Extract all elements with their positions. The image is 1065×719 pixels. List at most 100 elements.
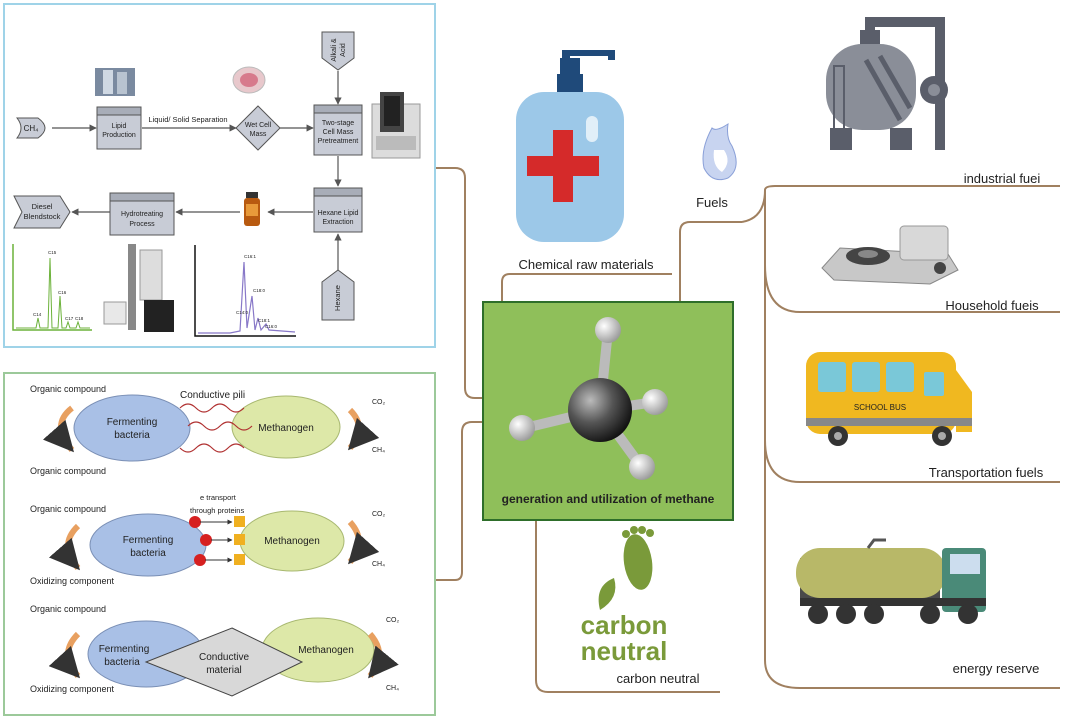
hexane-lipid-label-2: Extraction bbox=[322, 219, 353, 226]
separation-label: Liquid/ Solid Separation bbox=[148, 115, 227, 124]
dit-conductive-pili: Organic compound Organic compound Fermen… bbox=[30, 384, 386, 476]
conductive-label-1: Conductive bbox=[199, 652, 249, 663]
methanogen-2-label: Methanogen bbox=[264, 536, 320, 547]
footprint-leaf-icon bbox=[598, 526, 654, 610]
methanogen-3-label: Methanogen bbox=[298, 645, 354, 656]
p3-in-text: Organic compound bbox=[30, 604, 106, 614]
chemical-label: Chemical raw materials bbox=[518, 257, 654, 272]
e-transport-label: e transport bbox=[200, 493, 237, 502]
hexane-label: Hexane bbox=[333, 285, 342, 311]
fermenting-bacteria-1 bbox=[73, 394, 191, 462]
tanker-truck-icon bbox=[796, 538, 986, 624]
peak-c16-1: C16:1 bbox=[244, 254, 257, 259]
wet-cell-label-2: Mass bbox=[250, 131, 267, 138]
peak-c14-0: C14:0 bbox=[236, 310, 249, 315]
diesel-label-2: Blendstock bbox=[24, 212, 61, 221]
lipid-production-label-1: Lipid bbox=[112, 123, 127, 130]
center-node: generation and utilization of methane bbox=[482, 301, 734, 521]
lipid-process-panel: CH₄ Lipid Production Liquid/ Solid Separ… bbox=[3, 3, 436, 348]
peak-c14: C14 bbox=[33, 312, 42, 317]
ch4-input-shape bbox=[15, 117, 46, 139]
hexane-lipid-label-1: Hexane Lipid bbox=[318, 210, 359, 217]
p3-co2: CO₂ bbox=[386, 617, 400, 624]
fuels-label: Fuels bbox=[696, 195, 728, 210]
electron-transfer-panel: Organic compound Organic compound Fermen… bbox=[3, 372, 436, 716]
connector-lines bbox=[435, 167, 1060, 693]
peak-c15: C15 bbox=[48, 250, 57, 255]
p3-out-text: Oxidizing component bbox=[30, 684, 115, 694]
conductive-label-2: material bbox=[206, 665, 242, 676]
dit-electron-proteins: Organic compound Oxidizing component Fer… bbox=[30, 493, 386, 586]
fermenting-3-label-a: Fermenting bbox=[99, 644, 150, 655]
p2-ch4: CH₄ bbox=[372, 561, 385, 568]
fermenting-3-label-b: bacteria bbox=[104, 657, 140, 668]
p3-ch4: CH₄ bbox=[386, 685, 399, 692]
p1-out-text: Organic compound bbox=[30, 466, 106, 476]
peak-c16-0: C16:0 bbox=[265, 324, 278, 329]
fermenting-1-label-b: bacteria bbox=[114, 430, 150, 441]
fermenting-2-label-a: Fermenting bbox=[123, 535, 174, 546]
center-title: generation and utilization of methane bbox=[502, 492, 715, 506]
oil-bottle-icon bbox=[244, 192, 260, 226]
sanitizer-bottle-icon bbox=[516, 50, 624, 242]
hydro-label-2: Process bbox=[129, 221, 155, 228]
bioreactor-photo bbox=[95, 68, 135, 96]
carbon-branch: carbon neutral carbon neutral bbox=[581, 526, 700, 686]
p1-in-text: Organic compound bbox=[30, 384, 106, 394]
bus-sign: SCHOOL BUS bbox=[854, 403, 906, 412]
hexane-input-shape bbox=[321, 269, 355, 321]
two-stage-label-2: Cell Mass bbox=[323, 129, 354, 136]
peak-c17: C17 bbox=[65, 316, 74, 321]
two-stage-label-3: Pretreatment bbox=[318, 138, 359, 145]
hydro-label-1: Hydrotreating bbox=[121, 211, 163, 218]
carbon-label: carbon neutral bbox=[616, 671, 699, 686]
carbon-logo-line1: carbon bbox=[581, 610, 668, 640]
school-bus-icon: SCHOOL BUS bbox=[806, 352, 972, 446]
alkali-label-2: Acid bbox=[340, 43, 347, 57]
cell-mass-photo bbox=[232, 66, 266, 94]
peak-c18-1: C18:1 bbox=[258, 318, 271, 323]
p2-co2: CO₂ bbox=[372, 511, 386, 518]
carbon-logo-line2: neutral bbox=[581, 636, 668, 666]
methanogen-1 bbox=[231, 395, 341, 459]
flame-icon bbox=[702, 122, 737, 181]
peak-c18-0: C18:0 bbox=[253, 288, 266, 293]
dit-conductive-material: Organic compound Oxidizing component Fer… bbox=[30, 604, 400, 697]
diesel-label-1: Diesel bbox=[32, 202, 53, 211]
through-proteins-label: through proteins bbox=[190, 506, 244, 515]
fuels-branch: Fuels bbox=[696, 122, 737, 210]
chemical-branch: Chemical raw materials bbox=[516, 50, 654, 272]
diesel-blendstock-shape bbox=[13, 195, 71, 229]
p2-in-text: Organic compound bbox=[30, 504, 106, 514]
peak-c18: C18 bbox=[75, 316, 84, 321]
two-stage-label-1: Two-stage bbox=[322, 120, 354, 127]
transport-label: Transportation fuels bbox=[929, 465, 1044, 480]
conductive-pili-label: Conductive pili bbox=[180, 390, 245, 401]
fermenting-1-label-a: Fermenting bbox=[107, 417, 158, 428]
industrial-label: industrial fuei bbox=[964, 171, 1041, 186]
peak-c16: C16 bbox=[58, 290, 67, 295]
alkali-acid-shape bbox=[321, 31, 355, 71]
conductive-material-diamond bbox=[144, 627, 304, 697]
fermenting-2-label-b: bacteria bbox=[130, 548, 166, 559]
ch4-label: CH₄ bbox=[24, 124, 39, 133]
methane-molecule-icon bbox=[509, 317, 668, 480]
wet-cell-label-1: Wet Cell bbox=[245, 122, 272, 129]
chromatogram-right: C16:1 C18:0 C14:0 C18:1 C16:0 bbox=[194, 245, 296, 337]
methanogen-1-label: Methanogen bbox=[258, 423, 314, 434]
p2-out-text: Oxidizing component bbox=[30, 576, 115, 586]
p1-co2: CO₂ bbox=[372, 399, 386, 406]
industrial-tank-icon bbox=[826, 17, 948, 150]
reserve-label: energy reserve bbox=[953, 661, 1040, 676]
wet-cell-mass-diamond bbox=[235, 105, 281, 151]
chromatogram-left: C15 C16 C14 C17 C18 bbox=[12, 244, 92, 331]
gas-stove-icon bbox=[821, 225, 959, 285]
household-label: Household fueis bbox=[945, 298, 1039, 313]
lipid-production-label-2: Production bbox=[102, 132, 136, 139]
reactor-photo bbox=[371, 92, 421, 159]
process-panel-border bbox=[3, 3, 436, 348]
p1-ch4: CH₄ bbox=[372, 447, 385, 454]
alkali-label-1: Alkali & bbox=[331, 38, 338, 62]
hydrotreating-instrument-photo bbox=[103, 244, 174, 332]
